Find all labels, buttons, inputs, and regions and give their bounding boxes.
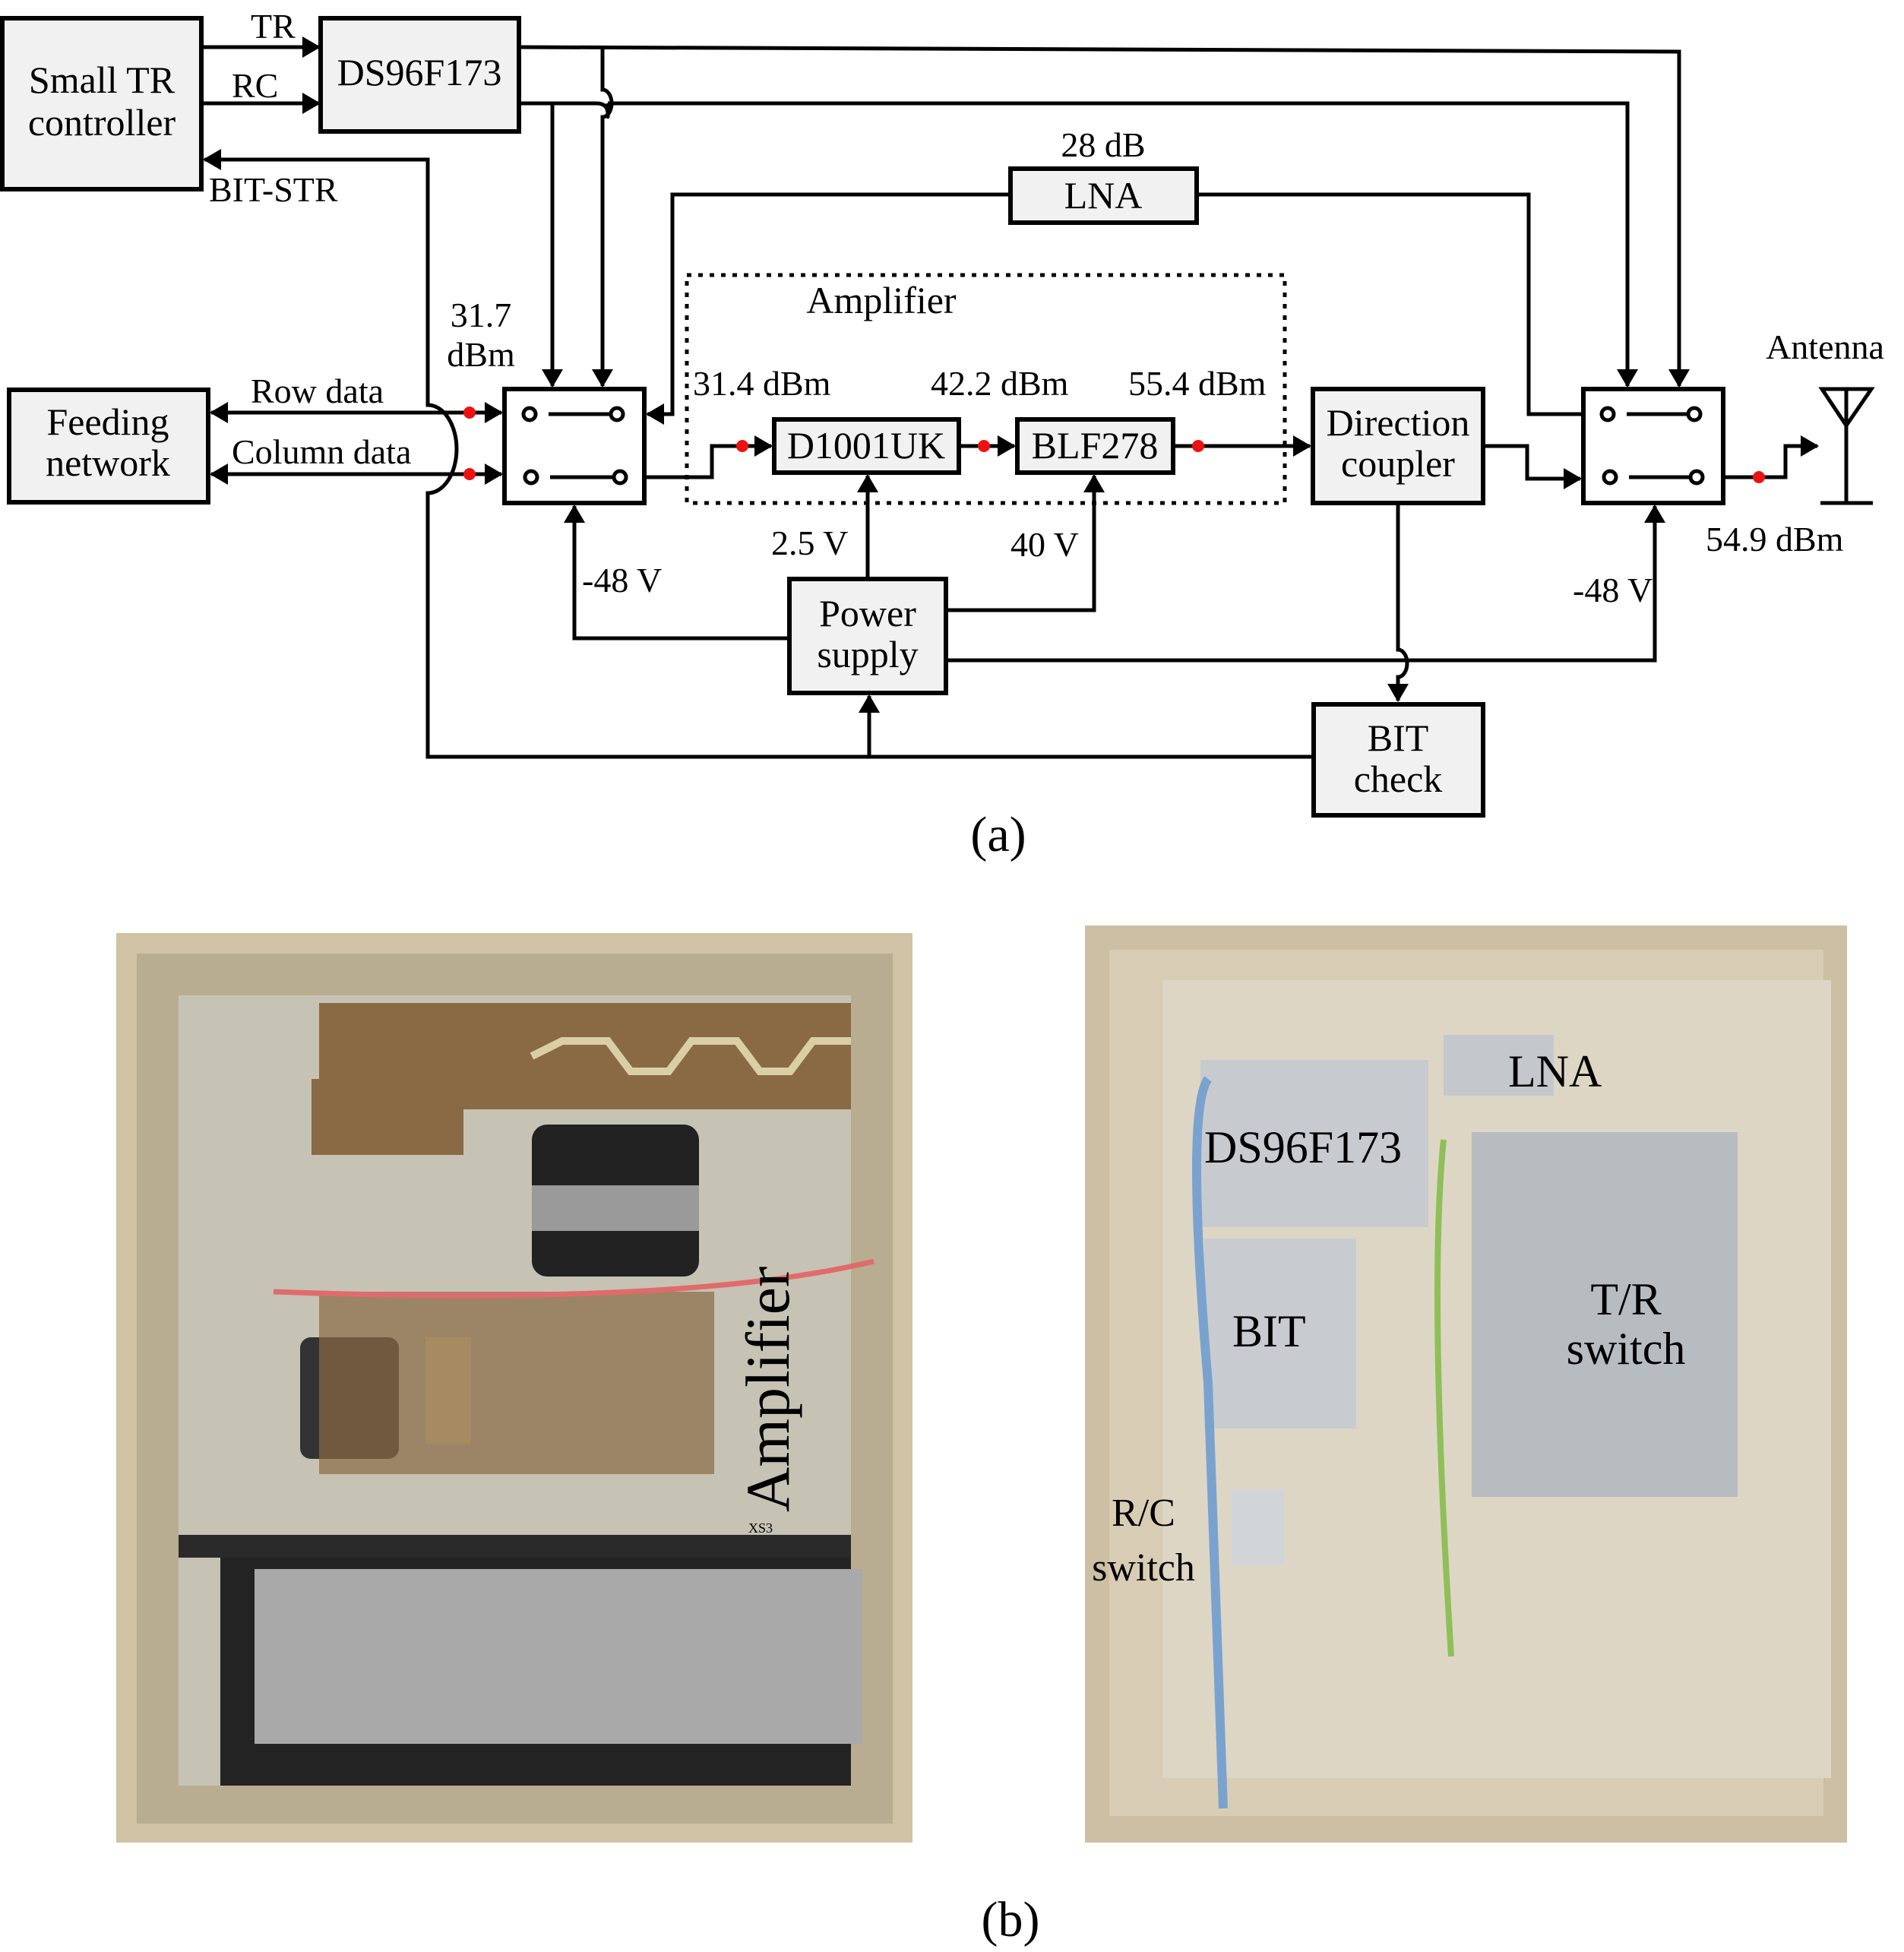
feeding-network-label-2: network — [46, 441, 170, 484]
tr-switch-photo-label-1: T/R — [1590, 1274, 1661, 1324]
measurement-point-icon — [1192, 440, 1204, 452]
rc-switch-photo-label-2: switch — [1092, 1546, 1195, 1590]
direction-coupler-block: Direction coupler — [1311, 387, 1485, 505]
lna-out-line — [1197, 192, 1583, 416]
measurement-point-icon — [736, 440, 748, 452]
ds-to-rc-switch-line-2 — [592, 47, 614, 388]
feeding-network-label-1: Feeding — [46, 400, 169, 443]
measurement-point-icon — [463, 407, 476, 419]
coupler-to-bit-check-line — [1387, 503, 1409, 702]
bit-str-line — [203, 149, 430, 277]
power-to-rc-switch-line — [564, 505, 789, 641]
d1001uk-input-power-label: 31.4 dBm — [693, 364, 831, 403]
coupler-to-tr-switch-line — [1483, 444, 1582, 489]
small-tr-controller-label-2: controller — [28, 101, 176, 144]
lna-to-rc-switch-line — [646, 192, 1011, 425]
antenna-power-label: 54.9 dBm — [1706, 520, 1844, 558]
rc-switch-photo-label-1: R/C — [1112, 1492, 1175, 1535]
switch-contact-icon — [612, 469, 628, 486]
blf278-supply-label: 40 V — [1011, 525, 1079, 564]
bit-photo-label: BIT — [1232, 1306, 1306, 1356]
tr-switch-symbol — [1581, 387, 1725, 505]
switch-contact-icon — [523, 469, 539, 486]
tr-switch-bias-label: -48 V — [1573, 571, 1653, 609]
figure-b-caption: (b) — [982, 1892, 1040, 1947]
lna-label: LNA — [1064, 174, 1143, 217]
switch-contact-icon — [1599, 406, 1616, 422]
figure-a-caption: (a) — [970, 807, 1026, 862]
blf278-output-power-label: 55.4 dBm — [1128, 364, 1267, 403]
measurement-point-icon — [1753, 471, 1765, 483]
antenna-label: Antenna — [1766, 327, 1884, 366]
lna-block: LNA — [1008, 166, 1199, 225]
blf278-label: BLF278 — [1032, 424, 1159, 467]
small-tr-controller-label-1: Small TR — [29, 59, 176, 101]
feeding-network-block: Feeding network — [7, 388, 210, 505]
ds96f173-block: DS96F173 — [318, 16, 521, 134]
power-to-tr-switch-line — [946, 505, 1665, 663]
bit-str-label: BIT-STR — [209, 170, 338, 209]
switch-contact-icon — [1686, 406, 1703, 422]
blf278-input-power-label: 42.2 dBm — [931, 364, 1069, 403]
tr-signal-label: TR — [251, 7, 296, 46]
switch-contact-icon — [1688, 469, 1705, 486]
direction-coupler-label-1: Direction — [1327, 401, 1470, 444]
tr-module-photo: LNA DS96F173 BIT T/R switch R/C switch — [1085, 925, 1847, 1843]
tr-switch-to-antenna-line — [1723, 435, 1819, 479]
column-data-label: Column data — [232, 432, 411, 471]
amplifier-photo: Amplifier XS3 — [116, 933, 912, 1843]
lna-photo-label: LNA — [1508, 1046, 1602, 1096]
rc-switch-to-d1001uk-line — [644, 435, 773, 479]
block-diagram: Small TR controller DS96F173 LNA 28 dB F… — [0, 7, 1884, 862]
bit-check-label-2: check — [1354, 758, 1443, 800]
connections — [201, 36, 1819, 759]
switch-contact-icon — [521, 406, 538, 422]
bit-check-block: BIT check — [1311, 702, 1485, 818]
antenna-icon — [1818, 387, 1875, 505]
d1001uk-label: D1001UK — [787, 424, 945, 467]
amplifier-photo-label: Amplifier — [733, 1267, 802, 1512]
switch-contact-icon — [1602, 469, 1618, 486]
lna-gain-label: 28 dB — [1061, 125, 1145, 164]
small-tr-controller-block: Small TR controller — [0, 16, 204, 191]
ds-to-tr-switch-line-1 — [518, 45, 1690, 388]
bit-check-bus-line — [425, 277, 1312, 759]
direction-coupler-label-2: coupler — [1341, 442, 1455, 485]
rc-signal-label: RC — [232, 66, 278, 105]
d1001uk-block: D1001UK — [772, 417, 961, 475]
switch-in-power-label-2: dBm — [447, 335, 515, 374]
ds96f173-photo-label: DS96F173 — [1204, 1122, 1402, 1172]
row-data-label: Row data — [251, 372, 384, 410]
bit-check-label-1: BIT — [1368, 717, 1429, 759]
power-supply-block: Power supply — [787, 577, 948, 695]
blf278-block: BLF278 — [1015, 417, 1175, 475]
measurement-point-icon — [463, 468, 476, 480]
switch-in-power-label-1: 31.7 — [451, 296, 512, 334]
amplifier-group-label: Amplifier — [806, 279, 957, 321]
power-supply-label-1: Power — [819, 592, 916, 634]
ds96f173-label: DS96F173 — [337, 51, 502, 93]
measurement-point-icon — [978, 440, 990, 452]
power-supply-label-2: supply — [817, 633, 918, 675]
rc-switch-symbol — [502, 387, 647, 505]
power-to-blf278-line — [946, 474, 1105, 612]
d1001uk-supply-label: 2.5 V — [771, 524, 848, 562]
amplifier-group: Amplifier — [685, 273, 1287, 505]
tr-switch-photo-label-2: switch — [1567, 1324, 1686, 1374]
rc-switch-bias-label: -48 V — [582, 561, 662, 600]
xs3-cable-tag: XS3 — [748, 1520, 773, 1536]
switch-contact-icon — [609, 406, 625, 422]
